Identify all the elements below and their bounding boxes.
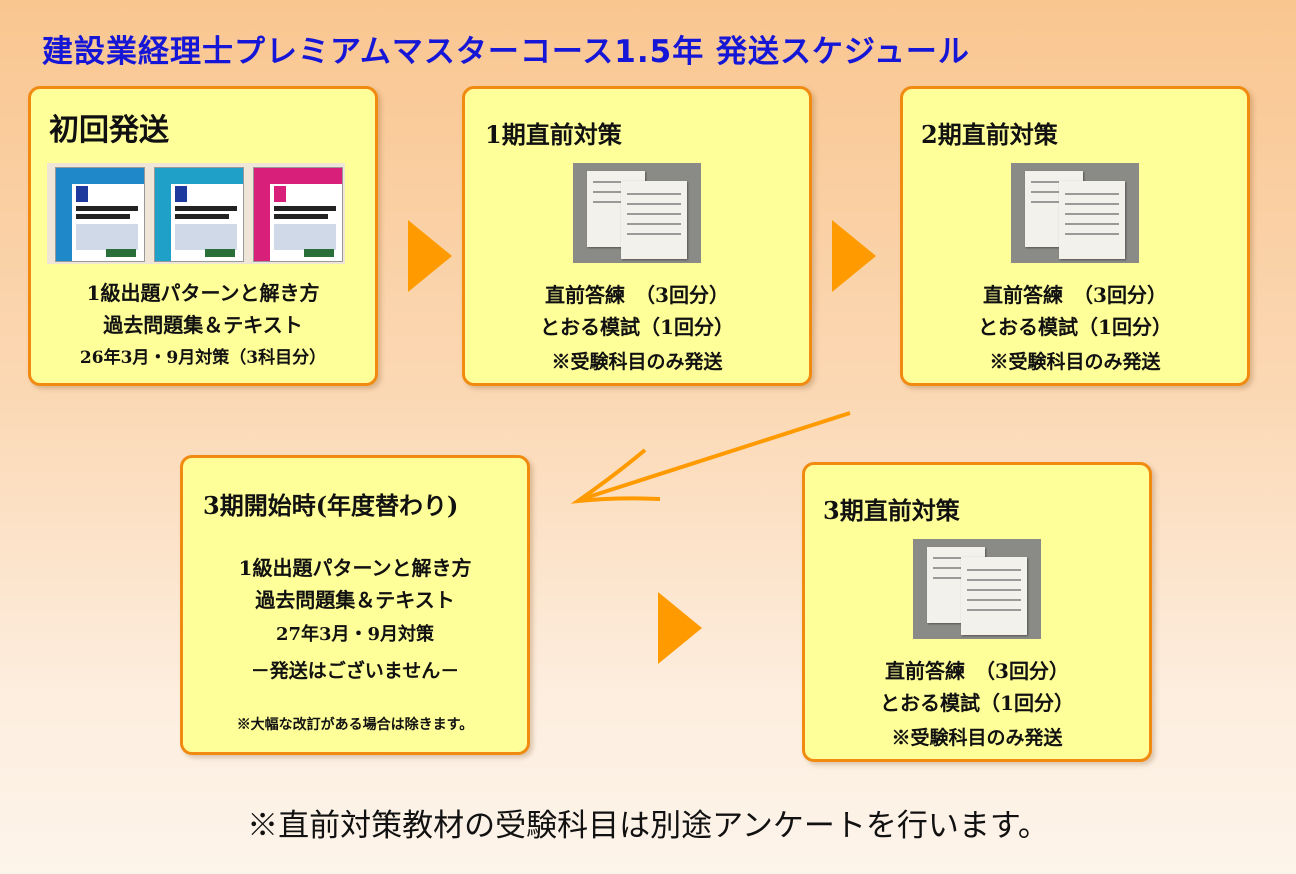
book-cover-icon [253, 167, 343, 262]
box-line: とおる模試（1回分） [978, 315, 1172, 339]
box-note: ※大幅な改訂がある場合は除きます。 [236, 717, 474, 733]
box-line: 1級出題パターンと解き方 [86, 281, 320, 305]
document-photo-icon [573, 163, 701, 263]
box-line: ※受験科目のみ発送 [989, 351, 1161, 373]
box-line: 1級出題パターンと解き方 [238, 556, 472, 580]
right-arrow-icon [658, 592, 702, 664]
box-line: －発送はございません－ [250, 660, 460, 682]
book-cover-icon [55, 167, 145, 262]
box-line: 直前答練 （3回分） [545, 283, 729, 307]
box-line: とおる模試（1回分） [880, 691, 1074, 715]
box-line: 直前答練 （3回分） [983, 283, 1167, 307]
box-line: 27年3月・9月対策 [275, 624, 435, 645]
document-photo-icon [1011, 163, 1139, 263]
box-heading: 2期直前対策 [921, 120, 1058, 149]
box-period3-start: 3期開始時(年度替わり) 1級出題パターンと解き方 過去問題集＆テキスト 27年… [180, 455, 530, 755]
box-line: 過去問題集＆テキスト [255, 588, 455, 612]
box-heading: 初回発送 [49, 113, 169, 148]
box-line: ※受験科目のみ発送 [551, 351, 723, 373]
box-line: 26年3月・9月対策（3科目分） [79, 348, 327, 368]
box-initial-shipment: 初回発送 1級出題パターンと解き方 過去問題集＆テキスト 26年3月・9月対策（… [28, 86, 378, 386]
document-photo-icon [913, 539, 1041, 639]
box-line: 直前答練 （3回分） [885, 659, 1069, 683]
book-covers-image [47, 163, 345, 264]
box-period1: 1期直前対策 直前答練 （3回分） とおる模試（1回分） ※受験科目のみ発送 [462, 86, 812, 386]
page-title: 建設業経理士プレミアムマスターコース1.5年 発送スケジュール [42, 34, 970, 70]
box-period2: 2期直前対策 直前答練 （3回分） とおる模試（1回分） ※受験科目のみ発送 [900, 86, 1250, 386]
box-period3: 3期直前対策 直前答練 （3回分） とおる模試（1回分） ※受験科目のみ発送 [802, 462, 1152, 762]
book-cover-icon [154, 167, 244, 262]
right-arrow-icon [832, 220, 876, 292]
box-heading: 3期直前対策 [823, 496, 960, 525]
box-line: 過去問題集＆テキスト [103, 313, 303, 337]
box-heading: 3期開始時(年度替わり) [203, 491, 459, 520]
box-heading: 1期直前対策 [485, 120, 622, 149]
right-arrow-icon [408, 220, 452, 292]
curved-arrow-icon [570, 411, 851, 504]
box-line: ※受験科目のみ発送 [891, 727, 1063, 749]
box-line: とおる模試（1回分） [540, 315, 734, 339]
footer-note: ※直前対策教材の受験科目は別途アンケートを行います。 [247, 808, 1049, 844]
